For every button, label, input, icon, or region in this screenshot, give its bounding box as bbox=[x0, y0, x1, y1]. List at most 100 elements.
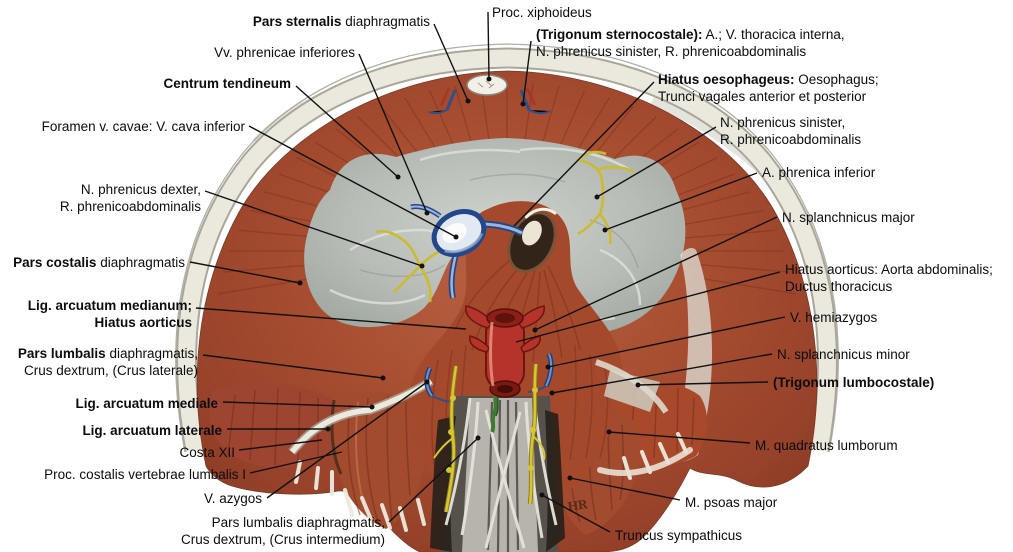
sympathetic-trunk-left bbox=[433, 365, 459, 513]
label-lig-arcuatum-medianum: Lig. arcuatum medianum; Hiatus aorticus bbox=[28, 297, 192, 331]
thoracica-interna-vessels bbox=[428, 87, 551, 115]
label-a-phrenica-inferior: A. phrenica inferior bbox=[762, 164, 875, 181]
label-line: Lig. arcuatum laterale bbox=[82, 423, 222, 438]
label-lig-arcuatum-laterale: Lig. arcuatum laterale bbox=[82, 422, 222, 439]
label-line: N. phrenicus dexter, bbox=[80, 182, 201, 197]
label-proc-xiphoideus: Proc. xiphoideus bbox=[492, 4, 592, 21]
label-line: Lig. arcuatum medianum; bbox=[27, 298, 192, 313]
xiphoid-process bbox=[466, 74, 508, 96]
label-hiatus-aorticus-right: Hiatus aorticus: Aorta abdominalis;Ductu… bbox=[785, 261, 993, 295]
label-line: N. splanchnicus minor bbox=[777, 347, 910, 362]
label-vv-phrenicae-inferiores: Vv. phrenicae inferiores bbox=[214, 44, 355, 61]
leader-pars-lumbalis-crus-intermedium bbox=[388, 435, 481, 523]
label-trigonum-lumbocostale: (Trigonum lumbocostale) bbox=[773, 374, 934, 391]
tendon-fringes bbox=[294, 432, 693, 532]
label-lig-arcuatum-mediale: Lig. arcuatum mediale bbox=[75, 395, 218, 412]
vena-cava-foramen bbox=[410, 204, 524, 299]
label-n-phrenicus-dexter: N. phrenicus dexter, R. phrenicoabdominal… bbox=[60, 181, 201, 215]
leader-pars-lumbalis-crus-laterale bbox=[202, 354, 386, 381]
label-proc-costalis-vertebrae-lumbalis: Proc. costalis vertebrae lumbalis I bbox=[44, 466, 246, 483]
leader-vv-phrenicae-inferiores bbox=[358, 53, 430, 216]
label-foramen-v-cavae: Foramen v. cavae: V. cava inferior bbox=[42, 118, 245, 135]
label-line: V. hemiazygos bbox=[790, 310, 878, 325]
label-costa-xii: Costa XII bbox=[179, 444, 235, 461]
label-line: Ductus thoracicus bbox=[785, 279, 893, 294]
leader-m-quadratus-lumborum bbox=[606, 429, 751, 444]
leader-hiatus-oesophageus bbox=[513, 81, 655, 227]
vertebral-column bbox=[430, 396, 565, 552]
crura-tendon-fibers bbox=[444, 397, 558, 549]
label-line: Truncus sympathicus bbox=[615, 528, 743, 543]
label-line: (Trigonum sternocostale): A.; V. thoraci… bbox=[536, 27, 845, 42]
label-line: R. phrenicoabdominalis bbox=[720, 132, 862, 147]
label-line: Pars lumbalis diaphragmatis, bbox=[17, 346, 198, 361]
label-line: Crus dextrum, (Crus intermedium) bbox=[180, 532, 385, 547]
label-line: Pars lumbalis diaphragmatis, bbox=[211, 515, 385, 530]
label-v-hemiazygos: V. hemiazygos bbox=[790, 309, 877, 326]
label-line: Hiatus aorticus bbox=[94, 315, 192, 330]
label-line: N. phrenicus sinister, bbox=[720, 115, 846, 130]
label-line: Hiatus oesophageus: Oesophagus; bbox=[658, 72, 879, 87]
label-line: (Trigonum lumbocostale) bbox=[773, 375, 935, 390]
label-line: Pars sternalis diaphragmatis bbox=[252, 14, 430, 29]
psoas-major-left bbox=[330, 391, 426, 529]
leader-centrum-tendineum bbox=[295, 85, 401, 180]
label-line: M. quadratus lumborum bbox=[755, 438, 898, 453]
label-line: Crus dextrum, (Crus laterale) bbox=[23, 363, 198, 378]
label-line: Pars costalis diaphragmatis bbox=[13, 255, 185, 270]
leader-m-psoas-major bbox=[567, 475, 681, 501]
label-line: Vv. phrenicae inferiores bbox=[214, 45, 355, 60]
label-trigonum-sternocostale: (Trigonum sternocostale): A.; V. thoraci… bbox=[536, 26, 845, 60]
leader-lig-arcuatum-medianum bbox=[195, 307, 467, 330]
label-v-azygos: V. azygos bbox=[204, 490, 262, 507]
label-line: Centrum tendineum bbox=[163, 76, 291, 91]
leader-pars-costalis bbox=[189, 261, 303, 286]
label-m-psoas-major: M. psoas major bbox=[685, 494, 777, 511]
label-hiatus-oesophageus: Hiatus oesophageus: Oesophagus; Trunci va… bbox=[658, 71, 879, 105]
phrenic-nerve-right bbox=[577, 150, 635, 245]
artist-signature: HR bbox=[566, 497, 589, 514]
leader-hiatus-aorticus-right bbox=[515, 271, 781, 343]
label-line: Costa XII bbox=[179, 445, 235, 460]
label-line: M. psoas major bbox=[685, 495, 778, 510]
label-line: N. phrenicus sinister, R. phrenicoabdomi… bbox=[536, 44, 807, 59]
label-pars-lumbalis-crus-intermedium: Pars lumbalis diaphragmatis, Crus dextrum… bbox=[181, 514, 385, 548]
label-line: R. phrenicoabdominalis bbox=[59, 199, 201, 214]
label-pars-sternalis: Pars sternalis diaphragmatis bbox=[253, 13, 430, 30]
label-pars-lumbalis-crus-laterale: Pars lumbalis diaphragmatis, Crus dextrum… bbox=[18, 345, 198, 379]
leader-lines bbox=[189, 11, 786, 533]
label-line: Lig. arcuatum mediale bbox=[75, 396, 218, 411]
label-line: A. phrenica inferior bbox=[762, 165, 876, 180]
leader-a-phrenica-inferior bbox=[602, 172, 758, 233]
leader-n-splanchnicus-minor bbox=[549, 353, 773, 396]
leader-truncus-sympathicus bbox=[539, 492, 611, 533]
sympathetic-trunk-right bbox=[527, 363, 546, 505]
label-n-splanchnicus-minor: N. splanchnicus minor bbox=[777, 346, 910, 363]
label-n-splanchnicus-major: N. splanchnicus major bbox=[782, 209, 915, 226]
leader-v-hemiazygos bbox=[545, 316, 786, 370]
leader-pars-sternalis bbox=[433, 23, 471, 104]
leader-lig-arcuatum-mediale bbox=[222, 401, 375, 410]
costal-rim bbox=[175, 43, 839, 453]
leader-n-phrenicus-sinister bbox=[594, 126, 717, 200]
label-line: Foramen v. cavae: V. cava inferior bbox=[41, 119, 245, 134]
label-centrum-tendineum: Centrum tendineum bbox=[163, 75, 291, 92]
label-line: Trunci vagales anterior et posterior bbox=[658, 89, 867, 104]
aorta-abdominalis bbox=[465, 305, 545, 398]
leader-n-phrenicus-dexter bbox=[204, 190, 425, 269]
label-truncus-sympathicus: Truncus sympathicus bbox=[615, 527, 742, 544]
leader-lig-arcuatum-laterale bbox=[227, 426, 331, 432]
leader-trigonum-sternocostale bbox=[520, 40, 532, 107]
leader-costa-xii bbox=[238, 439, 323, 451]
leader-v-azygos bbox=[266, 379, 430, 499]
leader-n-splanchnicus-major bbox=[532, 216, 778, 333]
label-m-quadratus-lumborum: M. quadratus lumborum bbox=[755, 437, 898, 454]
trigonum-lumbocostale-area bbox=[595, 359, 669, 414]
leader-foramen-v-cavae bbox=[248, 125, 459, 240]
label-pars-costalis: Pars costalis diaphragmatis bbox=[13, 254, 185, 271]
label-line: N. splanchnicus major bbox=[782, 210, 915, 225]
label-line: Proc. xiphoideus bbox=[492, 5, 592, 20]
